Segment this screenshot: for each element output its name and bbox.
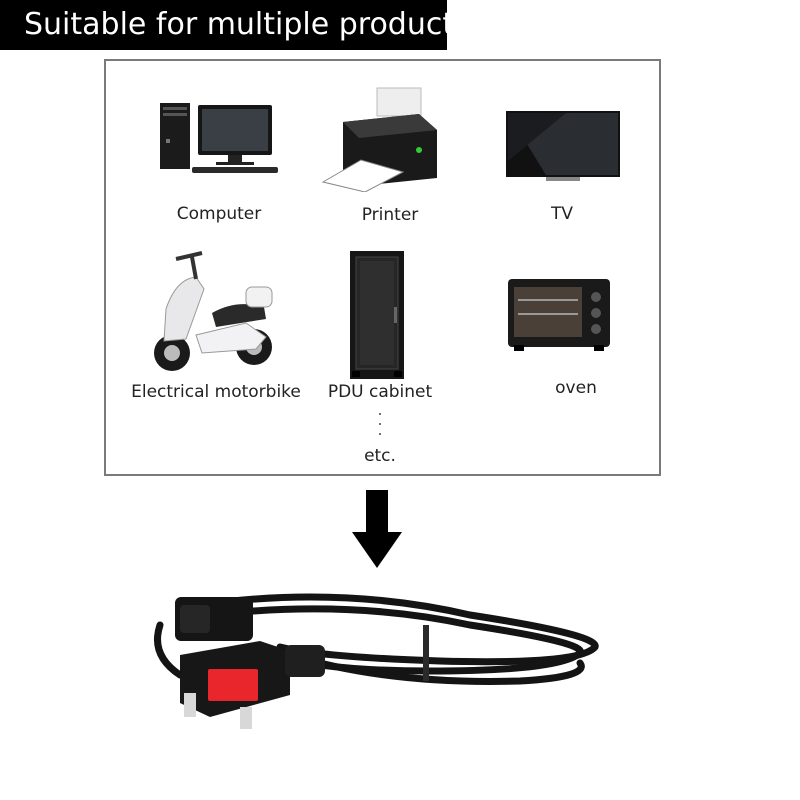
etc-label: etc. — [364, 446, 396, 466]
product-label-motorbike: Electrical motorbike — [131, 382, 301, 402]
ellipsis-dot — [379, 413, 381, 415]
product-label-computer: Computer — [176, 204, 262, 224]
product-label-oven: oven — [555, 378, 597, 398]
ellipsis-dot — [379, 423, 381, 425]
product-label-pdu-cabinet: PDU cabinet — [327, 382, 433, 402]
computer-icon — [160, 103, 278, 173]
ellipsis-dot — [379, 433, 381, 435]
tv-icon — [506, 111, 620, 181]
banner-title: Suitable for multiple products — [0, 0, 470, 50]
oven-icon — [508, 279, 610, 351]
down-arrow-icon — [352, 490, 402, 568]
product-label-tv: TV — [550, 204, 574, 224]
motorbike-icon — [154, 251, 273, 371]
printer-icon — [321, 87, 437, 192]
products-frame: Computer Printer TV Electrical motorbike — [104, 59, 661, 476]
pdu-cabinet-icon — [350, 251, 404, 379]
power-cable-icon — [154, 593, 599, 729]
product-label-printer: Printer — [361, 205, 419, 225]
